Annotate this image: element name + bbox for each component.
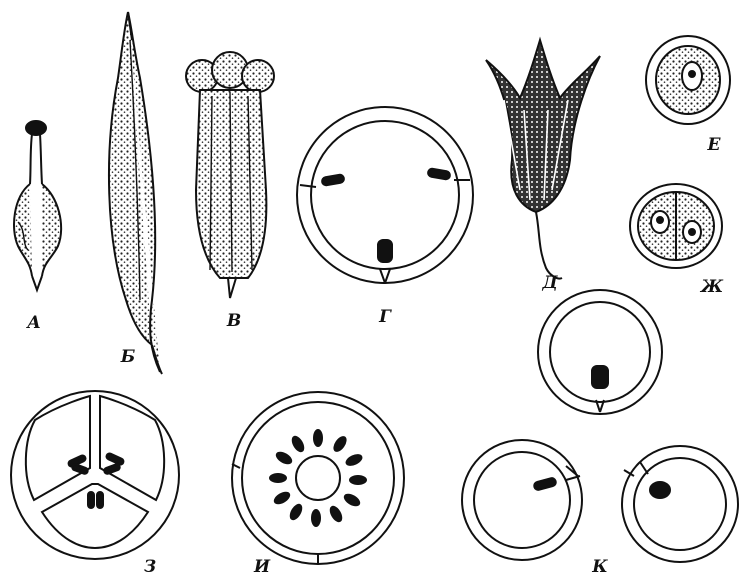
figure-v-ovary: [186, 52, 274, 298]
figure-z-cross-section: [11, 391, 179, 559]
figure-i-cross-section: [232, 392, 404, 564]
label-i: И: [253, 557, 271, 577]
figure-e-cell: [646, 36, 730, 124]
figure-k-upper: [538, 290, 662, 414]
label-v: В: [226, 311, 241, 331]
label-d: Д: [541, 273, 558, 293]
label-a: А: [25, 313, 41, 333]
figure-zh-cell: [630, 184, 722, 268]
figure-b-pod: [109, 12, 162, 374]
label-b: Б: [120, 347, 136, 367]
label-k: К: [591, 557, 608, 577]
figure-d-capsule: [486, 40, 600, 279]
label-z: З: [144, 557, 156, 577]
figure-g-cross-section: [297, 107, 473, 283]
figure-k-lower-right: [622, 446, 738, 562]
label-zh: Ж: [699, 277, 724, 297]
label-g: Г: [378, 307, 392, 327]
label-e: Е: [707, 135, 722, 155]
figure-k-lower-left: [462, 440, 582, 560]
figure-a-pistil: [14, 121, 61, 290]
